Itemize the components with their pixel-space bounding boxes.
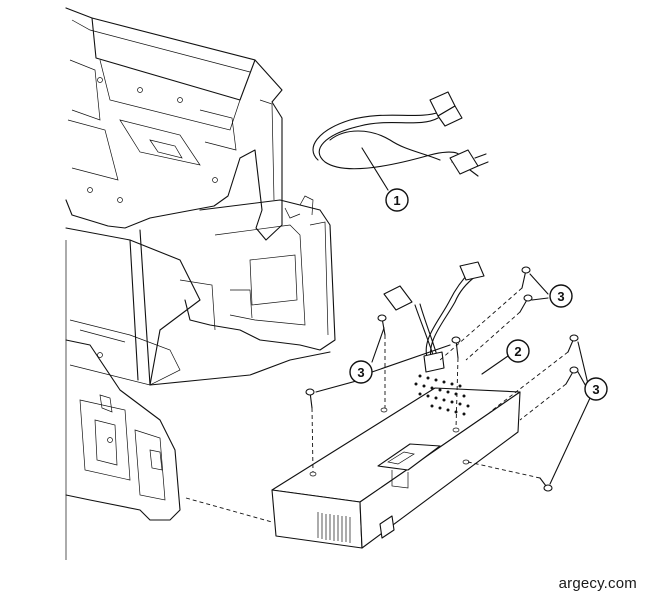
screw <box>377 314 387 336</box>
screw <box>565 366 579 385</box>
callout-3c-label: 3 <box>592 382 599 397</box>
power-supply-unit <box>271 261 521 549</box>
vent-grille <box>317 512 351 543</box>
printer-frame <box>65 7 283 560</box>
leader-lines <box>315 147 591 485</box>
callout-1-label: 1 <box>393 193 400 208</box>
alignment-lines <box>185 287 569 523</box>
power-cord <box>312 91 489 177</box>
screw <box>519 294 533 313</box>
screw <box>305 388 315 409</box>
callout-2: 2 <box>506 339 530 363</box>
screw <box>539 477 553 492</box>
power-supply-mount <box>149 195 336 386</box>
screw <box>451 336 461 359</box>
screw <box>521 266 531 289</box>
callout-3c: 3 <box>584 377 608 401</box>
callout-3b: 3 <box>549 284 573 308</box>
top-vent-holes <box>414 374 470 416</box>
callout-3a-label: 3 <box>357 365 364 380</box>
callout-3b-label: 3 <box>557 289 564 304</box>
screw <box>567 334 579 353</box>
watermark-text: argecy.com <box>558 575 637 592</box>
callout-1: 1 <box>385 188 409 212</box>
callout-3a: 3 <box>349 360 373 384</box>
callout-2-label: 2 <box>514 344 521 359</box>
screws <box>305 266 579 492</box>
